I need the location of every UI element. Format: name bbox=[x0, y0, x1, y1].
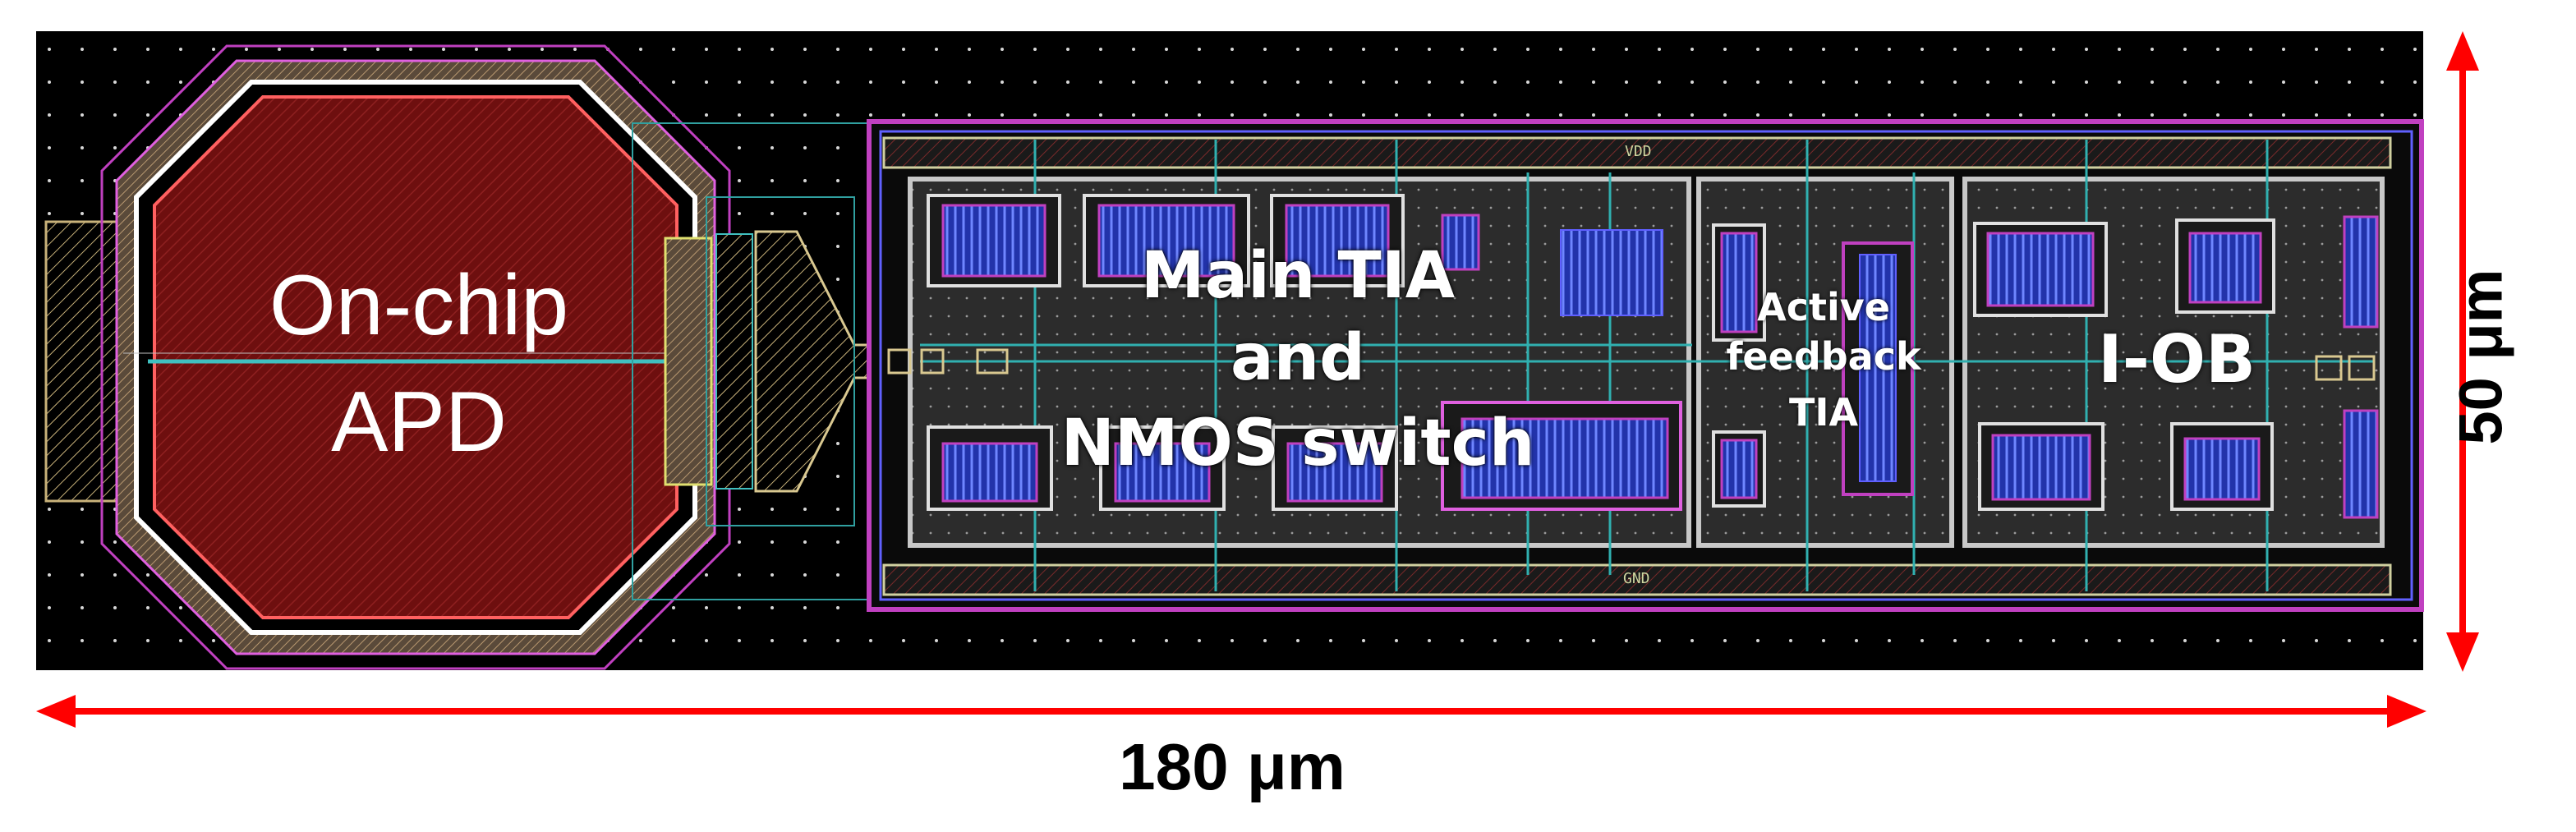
vdd-rail bbox=[882, 136, 2392, 169]
main-tia-label-line3: NMOS switch bbox=[1060, 407, 1535, 480]
apd-active-area bbox=[153, 95, 678, 619]
apd-label-line1: On-chip bbox=[269, 258, 569, 353]
io-cells bbox=[887, 348, 2376, 381]
height-dimension-arrow bbox=[2446, 31, 2479, 672]
width-dimension-arrow bbox=[36, 695, 2426, 728]
afb-tia-label-line1: Active bbox=[1757, 285, 1890, 329]
height-dimension-label: 50 μm bbox=[2446, 269, 2515, 445]
apd-label-line2: APD bbox=[331, 375, 507, 470]
left-pad bbox=[44, 220, 122, 503]
main-tia-label-line1: Main TIA bbox=[1140, 239, 1456, 313]
main-tia-label-line2: and bbox=[1230, 321, 1365, 395]
width-dimension-label: 180 μm bbox=[1119, 730, 1346, 803]
apd-outer-ring bbox=[100, 44, 731, 670]
circuit-boundary-inner bbox=[879, 130, 2413, 601]
vdd-rail-label: VDD bbox=[1625, 143, 1652, 160]
gnd-rail-label: GND bbox=[1623, 570, 1650, 587]
afb-tia-label-line2: feedback bbox=[1726, 334, 1921, 379]
transistor-pads bbox=[927, 194, 2379, 519]
afb-tia-label-line3: TIA bbox=[1788, 390, 1859, 434]
gnd-rail bbox=[882, 563, 2392, 596]
iob-label: I-OB bbox=[2098, 321, 2256, 398]
apd-contact-strip bbox=[664, 237, 713, 486]
